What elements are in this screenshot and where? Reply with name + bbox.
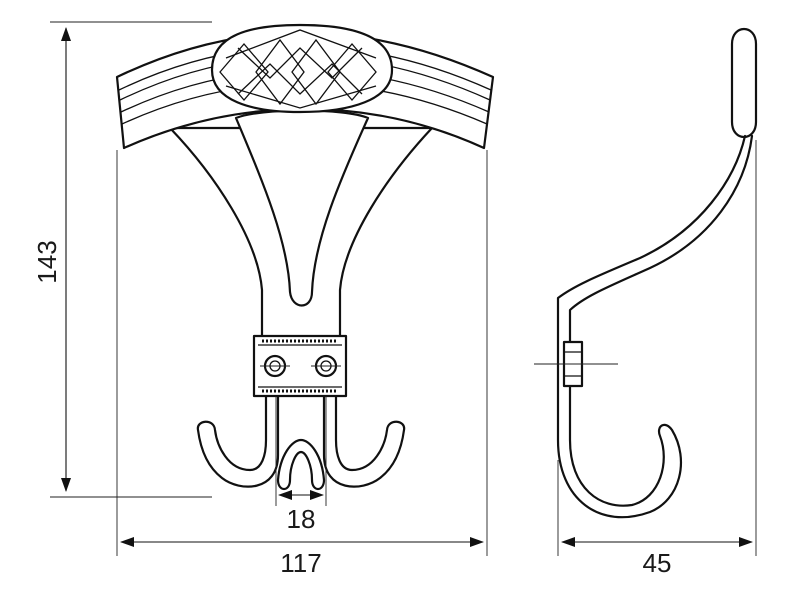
dimension-hook-gap: 18 — [275, 396, 327, 534]
dimension-height: 143 — [32, 21, 212, 498]
height-dimension-label: 143 — [32, 240, 62, 283]
dimension-depth: 45 — [557, 140, 757, 578]
width-dimension-label: 117 — [280, 548, 321, 578]
hook-gap-dimension-label: 18 — [287, 504, 316, 534]
right-hook — [322, 393, 406, 488]
side-top-cap — [730, 27, 758, 139]
body-cutout — [234, 109, 370, 307]
front-view — [115, 23, 495, 491]
dimension-width: 117 — [116, 150, 488, 578]
side-view — [534, 27, 758, 519]
screw-hole-left — [260, 354, 290, 378]
mounting-bracket — [252, 334, 348, 398]
left-hook — [196, 393, 280, 488]
lattice-ornament — [210, 23, 394, 114]
screw-hole-right — [311, 354, 341, 378]
side-profile — [556, 134, 754, 519]
depth-dimension-label: 45 — [643, 548, 672, 578]
center-hook — [276, 438, 326, 491]
